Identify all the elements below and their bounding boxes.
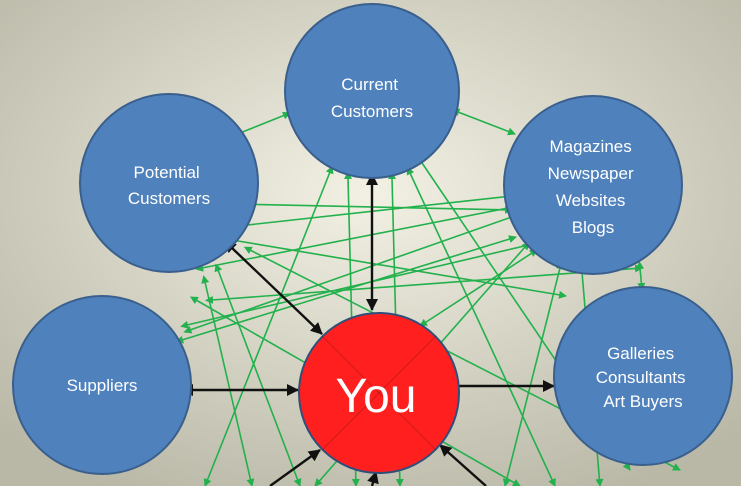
black-connectors <box>181 173 555 486</box>
suppliers-label: Suppliers <box>67 376 138 395</box>
galleries-label: Galleries Consultants Art Buyers <box>596 344 691 411</box>
black-connector-arrow <box>224 240 323 335</box>
green-connector-arrow <box>451 108 516 136</box>
node-suppliers: Suppliers <box>12 295 192 475</box>
potential-customers-circle <box>79 93 259 273</box>
you-cross-line <box>321 335 437 451</box>
media-label: Magazines Newspaper Websites Blogs <box>548 137 639 237</box>
node-current-customers: Current Customers <box>284 3 460 179</box>
suppliers-circle <box>12 295 192 475</box>
you-circle <box>298 312 460 474</box>
you-label: You <box>336 370 417 423</box>
green-connector-arrow <box>233 111 291 137</box>
potential-customers-label: Potential Customers <box>128 163 210 208</box>
you-cross-line <box>321 335 437 451</box>
node-galleries: Galleries Consultants Art Buyers <box>553 286 733 466</box>
node-you: You <box>298 312 460 474</box>
media-circle <box>503 95 683 275</box>
node-potential-customers: Potential Customers <box>79 93 259 273</box>
black-connector-arrow <box>269 449 321 486</box>
black-connector-arrow <box>367 471 379 486</box>
current-customers-circle <box>284 3 460 179</box>
galleries-circle <box>553 286 733 466</box>
node-media: Magazines Newspaper Websites Blogs <box>503 95 683 275</box>
black-connector-arrow <box>439 444 487 486</box>
current-customers-label: Current Customers <box>331 75 413 121</box>
